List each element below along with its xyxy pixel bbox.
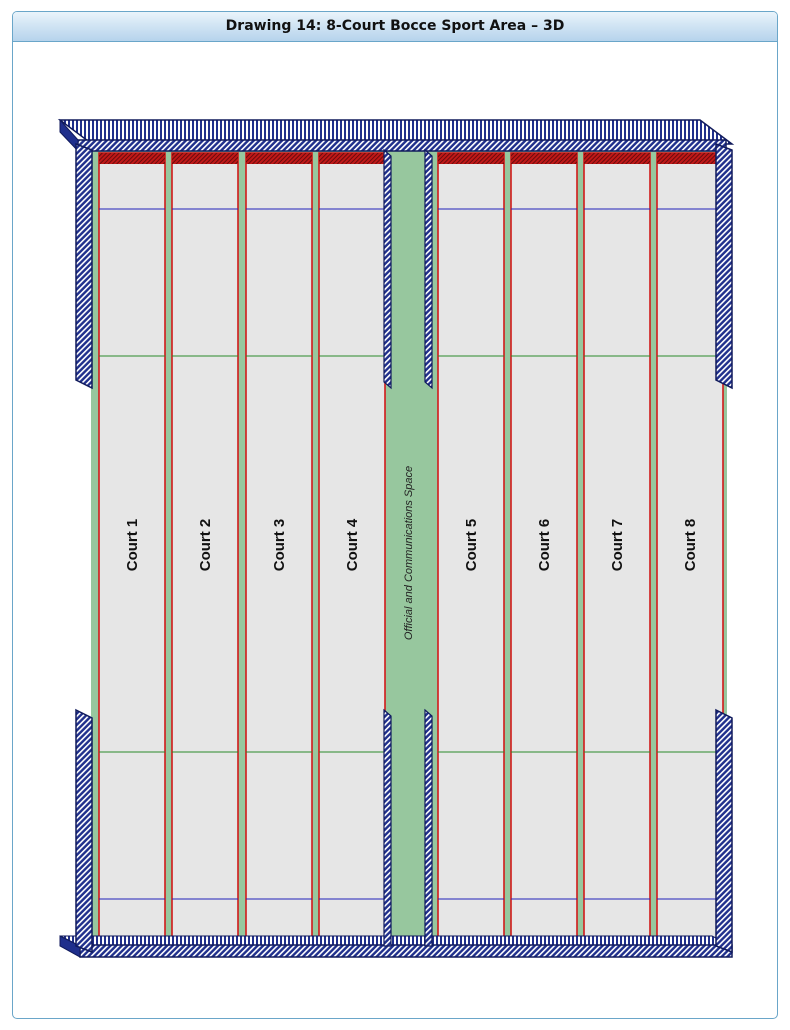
court-label-4: Court 4 [344, 518, 361, 571]
court-label-8: Court 8 [682, 519, 699, 572]
courts-group: Court 1 Court 2 Court 3 Court 4 Court 5 Court… [98, 152, 724, 945]
court-backboard-7 [584, 153, 650, 164]
court-backboard-3 [246, 153, 312, 164]
official-space: Official and Communications Space [391, 150, 425, 946]
court-surface-8 [656, 152, 724, 945]
court-backboard-8 [657, 153, 723, 164]
court-backboard-2 [172, 153, 238, 164]
top-wall [57, 118, 735, 153]
court-backboard-5 [438, 153, 504, 164]
court-surface-1 [98, 152, 166, 945]
official-space-area [391, 150, 425, 946]
court-backboard-4 [319, 153, 385, 164]
drawing-title: Drawing 14: 8-Court Bocce Sport Area – 3… [13, 12, 777, 42]
right-wall [715, 142, 733, 954]
court-label-7: Court 7 [609, 519, 626, 572]
court-backboard-6 [511, 153, 577, 164]
court-label-5: Court 5 [463, 519, 480, 572]
court-surface-4 [318, 152, 386, 945]
court-surface-7 [583, 152, 651, 945]
official-space-label: Official and Communications Space [403, 466, 415, 640]
left-wall [75, 142, 93, 954]
court-surface-3 [245, 152, 313, 945]
center-walls [383, 148, 433, 947]
court-label-3: Court 3 [271, 519, 288, 572]
court-surface-5 [437, 152, 505, 945]
court-label-6: Court 6 [536, 519, 553, 572]
bottom-wall [59, 935, 733, 958]
court-label-2: Court 2 [197, 519, 214, 572]
court-label-1: Court 1 [124, 519, 141, 572]
court-backboard-1 [99, 153, 165, 164]
court-surface-2 [171, 152, 239, 945]
